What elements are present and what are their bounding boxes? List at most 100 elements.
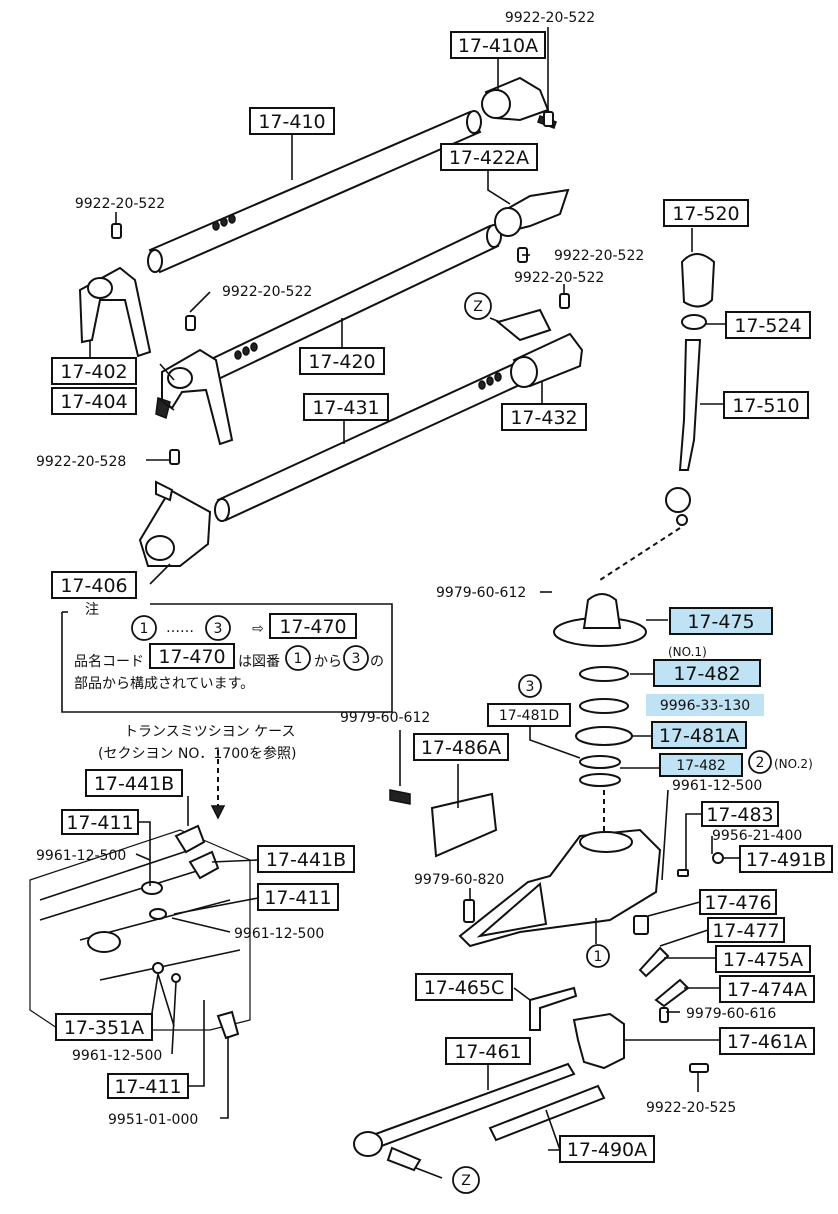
svg-text:9996-33-130: 9996-33-130 <box>660 698 750 714</box>
label-17-441B-upper[interactable]: 17-441B <box>85 769 183 797</box>
svg-text:17-490A: 17-490A <box>567 1139 647 1161</box>
label-17-476[interactable]: 17-476 <box>699 889 777 915</box>
bolt-9979-60-612-right: 9979-60-612 <box>436 585 526 601</box>
label-17-432[interactable]: 17-432 <box>501 403 587 431</box>
bolt-9961-12-500-a: 9961-12-500 <box>36 848 126 864</box>
marker-3: 3 <box>526 679 535 695</box>
svg-text:17-404: 17-404 <box>60 391 127 413</box>
boot-17-475 <box>553 593 647 647</box>
bolt-9922-20-528: 9922-20-528 <box>36 454 126 470</box>
label-17-510[interactable]: 17-510 <box>723 391 809 419</box>
label-17-483[interactable]: 17-483 <box>701 801 779 827</box>
label-17-461[interactable]: 17-461 <box>445 1037 531 1065</box>
note-title: 注 <box>85 602 99 618</box>
note-line1a: 品名コード <box>74 654 144 670</box>
label-17-404[interactable]: 17-404 <box>51 387 137 415</box>
svg-text:17-411: 17-411 <box>264 887 331 909</box>
shift-rod-17-431 <box>214 360 528 522</box>
label-17-520[interactable]: 17-520 <box>663 199 749 227</box>
label-17-441B-lower[interactable]: 17-441B <box>257 845 355 873</box>
svg-text:17-476: 17-476 <box>704 892 771 914</box>
svg-text:17-411: 17-411 <box>114 1076 181 1098</box>
label-17-406[interactable]: 17-406 <box>51 571 137 599</box>
note-no2: (NO.2) <box>774 757 813 771</box>
svg-text:17-431: 17-431 <box>312 397 379 419</box>
transmission-case <box>29 829 251 1031</box>
svg-text:17-441B: 17-441B <box>266 849 346 871</box>
bolt-9961-12-500-b: 9961-12-500 <box>234 926 324 942</box>
label-17-490A[interactable]: 17-490A <box>559 1135 655 1163</box>
svg-text:17-351A: 17-351A <box>64 1017 144 1039</box>
shift-knob-17-520 <box>680 253 716 330</box>
label-17-411-lower[interactable]: 17-411 <box>107 1073 189 1099</box>
label-17-402[interactable]: 17-402 <box>51 357 137 385</box>
svg-text:17-474A: 17-474A <box>727 979 807 1001</box>
label-17-481D[interactable]: 17-481D <box>487 703 571 727</box>
label-17-410A[interactable]: 17-410A <box>450 31 546 59</box>
label-17-465C[interactable]: 17-465C <box>415 973 513 1001</box>
svg-text:17-441B: 17-441B <box>94 773 174 795</box>
svg-text:17-486A: 17-486A <box>421 737 501 759</box>
svg-text:17-475: 17-475 <box>687 611 754 633</box>
label-17-351A[interactable]: 17-351A <box>55 1013 153 1041</box>
bolt-9979-60-820-drawing <box>463 899 475 923</box>
markers: Z Z 1 2 3 <box>452 292 772 1194</box>
label-17-475A[interactable]: 17-475A <box>715 945 811 973</box>
shift-fork-17-404 <box>155 348 234 446</box>
bolt-9979-60-820: 9979-60-820 <box>414 872 504 888</box>
rod-end-block-17-422A <box>494 188 570 237</box>
marker-z-upper: Z <box>473 299 483 315</box>
set-screws <box>111 111 570 465</box>
bolt-labels: 9922-20-522 9922-20-522 9922-20-522 9922… <box>36 10 802 1128</box>
svg-text:17-520: 17-520 <box>672 203 739 225</box>
bolt-9922-20-522-mid1: 9922-20-522 <box>554 248 644 264</box>
label-17-524[interactable]: 17-524 <box>725 311 811 339</box>
svg-text:17-411: 17-411 <box>66 812 133 834</box>
rod-end-block-17-432 <box>495 308 584 388</box>
lever-housing-17-461A-assembly <box>458 828 662 948</box>
label-17-431[interactable]: 17-431 <box>303 393 389 421</box>
label-17-411-upper[interactable]: 17-411 <box>61 809 139 835</box>
svg-text:17-432: 17-432 <box>510 407 577 429</box>
label-17-474A[interactable]: 17-474A <box>719 975 815 1003</box>
bolt-9956-21-400: 9956-21-400 <box>712 828 802 844</box>
bolt-9922-20-522-mid2: 9922-20-522 <box>514 270 604 286</box>
svg-text:17-475A: 17-475A <box>723 949 803 971</box>
label-17-491B[interactable]: 17-491B <box>739 845 833 873</box>
label-17-410[interactable]: 17-410 <box>249 107 335 135</box>
note-line1d: の <box>370 654 384 670</box>
svg-text:17-461: 17-461 <box>454 1041 521 1063</box>
label-17-477[interactable]: 17-477 <box>707 917 785 943</box>
label-17-461A[interactable]: 17-461A <box>719 1027 815 1055</box>
note-box: 注 1 …… 3 ⇨ 17-470 品名コード 17-470 は図番 1 から … <box>61 602 393 713</box>
marker-z-lower: Z <box>461 1173 471 1189</box>
bolt-9951-01-000: 9951-01-000 <box>108 1112 198 1128</box>
svg-text:17-510: 17-510 <box>732 395 799 417</box>
label-17-422A[interactable]: 17-422A <box>440 143 538 171</box>
svg-text:17-477: 17-477 <box>712 920 779 942</box>
svg-text:17-465C: 17-465C <box>424 977 505 999</box>
label-17-482-no1[interactable]: 17-482 <box>653 659 761 687</box>
svg-text:17-406: 17-406 <box>60 575 127 597</box>
label-17-486A[interactable]: 17-486A <box>413 733 509 761</box>
note-line1c: から <box>314 654 342 670</box>
case-reference: (セクシヨン NO．1700を参照) <box>98 745 297 762</box>
bolt-9979-60-616: 9979-60-616 <box>686 1006 776 1022</box>
label-17-411-middle[interactable]: 17-411 <box>257 883 339 911</box>
note-line1b: は図番 <box>238 654 280 670</box>
label-17-481A[interactable]: 17-481A <box>651 721 747 749</box>
washers <box>575 666 633 832</box>
label-17-475[interactable]: 17-475 <box>669 607 773 635</box>
svg-text:17-482: 17-482 <box>673 663 740 685</box>
svg-text:17-482: 17-482 <box>676 758 726 774</box>
label-17-482-no2[interactable]: 17-482 <box>659 753 743 777</box>
shift-lever-17-510 <box>599 339 702 581</box>
note-marker-1: 1 <box>140 621 149 637</box>
label-17-420[interactable]: 17-420 <box>299 347 385 375</box>
label-9996-33-130[interactable]: 9996-33-130 <box>646 694 764 716</box>
bolt-9922-20-522-left: 9922-20-522 <box>75 196 165 212</box>
bolt-9961-12-500-right: 9961-12-500 <box>672 778 762 794</box>
svg-text:17-524: 17-524 <box>734 315 801 337</box>
shift-fork-17-406 <box>138 480 212 567</box>
